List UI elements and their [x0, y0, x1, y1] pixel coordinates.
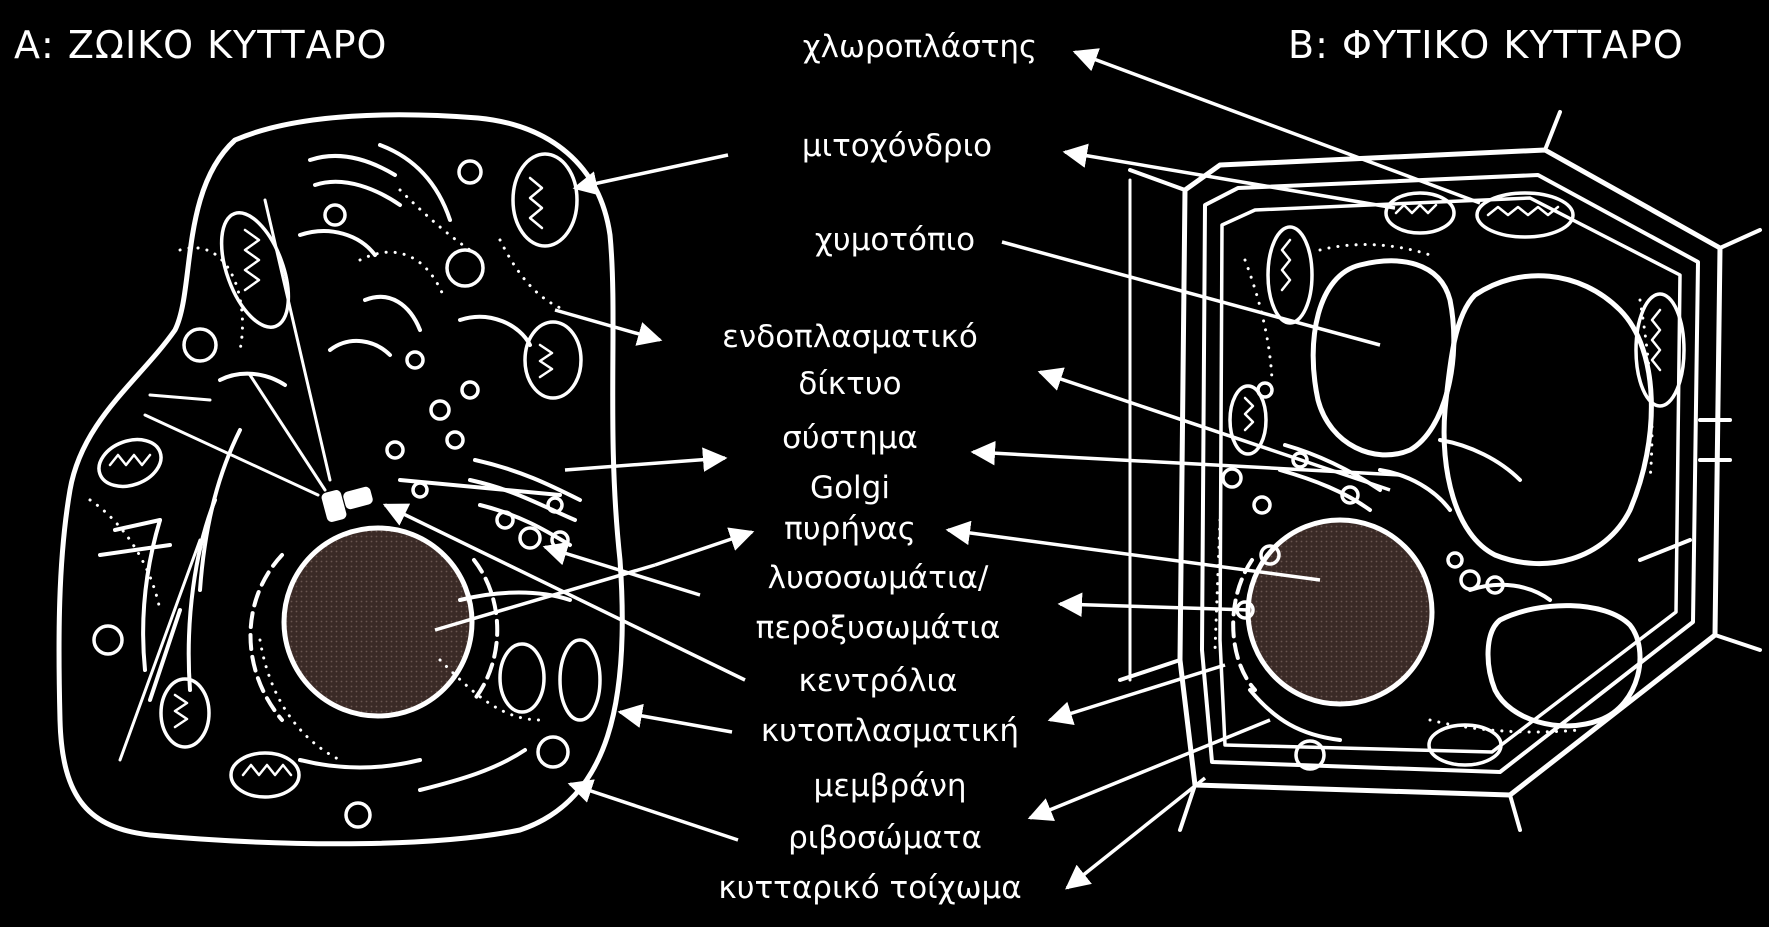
label-chloroplast: χλωροπλάστης — [803, 32, 1037, 63]
label-lyso-line2: περοξυσωμάτια — [756, 613, 1001, 644]
label-membrane-line2: μεμβράνη — [813, 771, 966, 802]
animal-centrioles — [322, 487, 373, 522]
label-vacuole: χυμοτόπιο — [815, 225, 975, 256]
plant-cell-wall-inner — [1202, 175, 1698, 772]
plant-vacuole-2 — [1444, 276, 1651, 564]
plant-cell-wall-outer — [1180, 150, 1720, 795]
animal-nucleus — [284, 528, 472, 716]
animal-cell — [59, 115, 622, 844]
plant-mitochondria — [1230, 193, 1454, 454]
plant-vacuole-3 — [1488, 606, 1640, 726]
plant-vacuole-1 — [1313, 261, 1454, 455]
label-nucleus: πυρήνας — [784, 514, 916, 545]
label-golgi-line2: Golgi — [810, 473, 890, 504]
label-membrane-line1: κυτοπλασματική — [761, 716, 1019, 747]
label-mitochondrion: μιτοχόνδριο — [802, 131, 992, 162]
plant-cell — [1120, 112, 1760, 830]
label-ribosomes: ριβοσώματα — [788, 823, 982, 854]
label-centrioles: κεντρόλια — [799, 666, 958, 697]
label-cell-wall: κυτταρικό τοίχωμα — [718, 873, 1021, 904]
label-golgi-line1: σύστημα — [782, 423, 918, 454]
pointer-arrows — [385, 52, 1480, 888]
animal-cell-title: Α: ΖΩΙΚΟ ΚΥΤΤΑΡΟ — [14, 26, 387, 64]
label-er-line2: δίκτυο — [798, 369, 901, 400]
label-er-line1: ενδοπλασματικό — [722, 322, 978, 353]
label-lyso-line1: λυσοσωμάτια/ — [768, 563, 989, 594]
plant-cell-title: Β: ΦΥΤΙΚΟ ΚΥΤΤΑΡΟ — [1288, 26, 1684, 64]
